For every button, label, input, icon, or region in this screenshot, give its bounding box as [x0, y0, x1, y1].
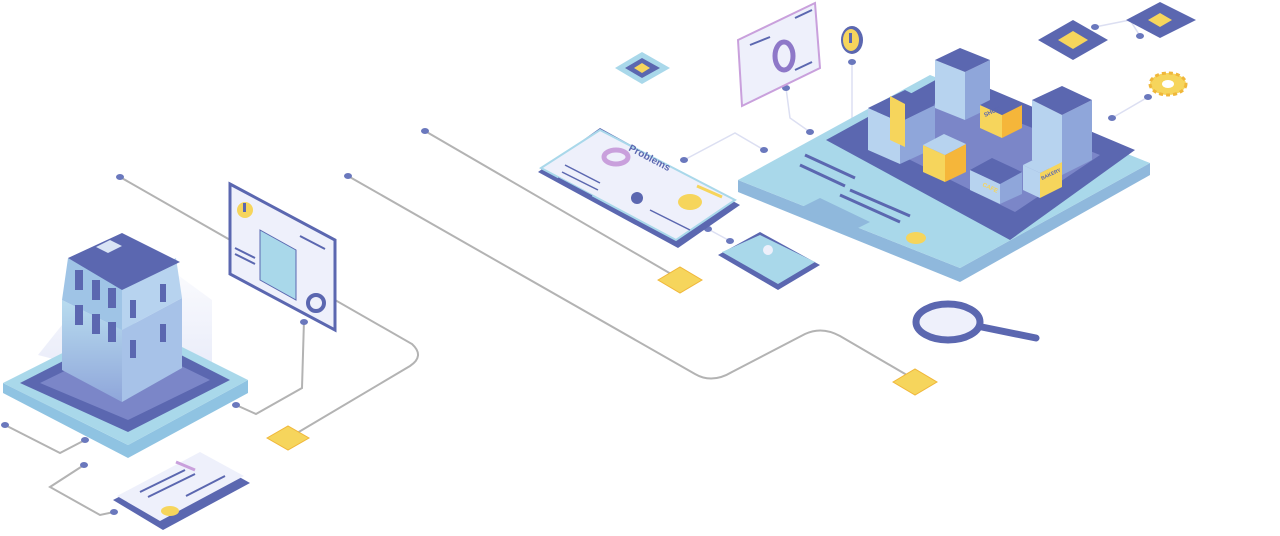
connector-line: [119, 176, 419, 437]
connector-line: [235, 319, 305, 416]
connector-lines: [4, 130, 913, 517]
problems-card: Problems: [538, 128, 740, 248]
building-info-panel: [228, 181, 337, 333]
connector-line: [347, 175, 913, 380]
connector-dots: [1, 24, 1152, 515]
building-roof: [68, 233, 180, 290]
magnifier-icon: [912, 300, 1040, 344]
alert-icon: [841, 26, 863, 54]
yellow-node-markers: [265, 266, 938, 451]
city-tablet: SHOP CAFE BAKERY: [738, 48, 1150, 282]
chip-icon: [1126, 2, 1196, 38]
document-card: [113, 452, 250, 530]
connector-line: [424, 130, 679, 279]
connector-line: [4, 424, 86, 455]
office-building-platform: [3, 233, 248, 458]
building-side: [62, 300, 122, 402]
gear-icon: [1148, 71, 1188, 97]
profile-card: [718, 232, 820, 290]
chip-icon: [615, 52, 670, 84]
chip-icon: [1038, 20, 1108, 60]
chart-card: [736, 1, 822, 108]
connector-line: [48, 464, 115, 517]
